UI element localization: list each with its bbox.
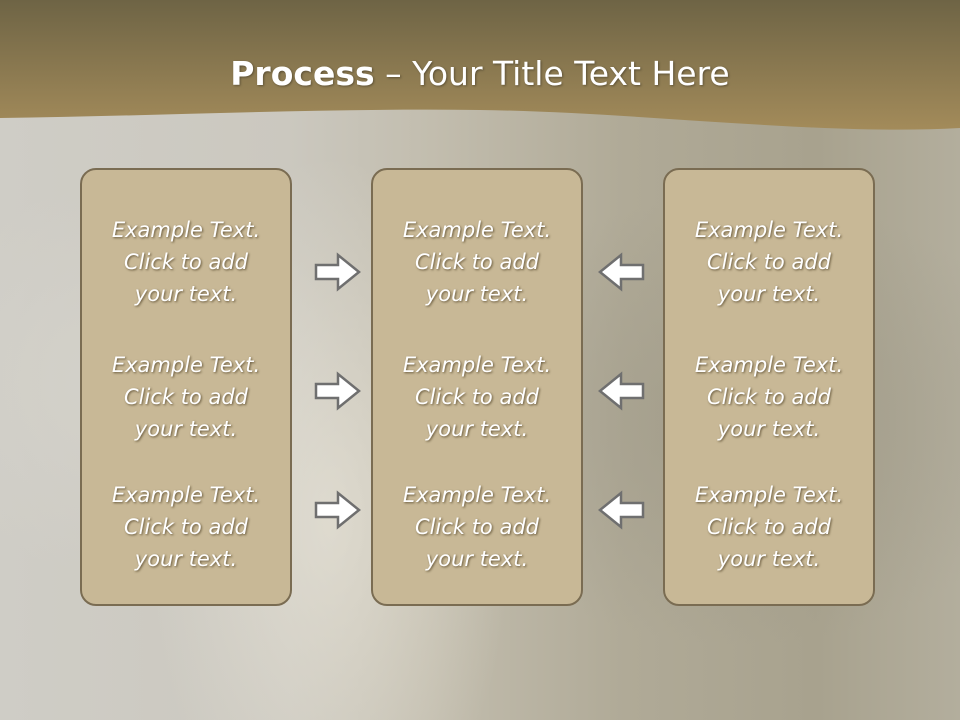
arrow-right-icon	[314, 252, 361, 292]
title-rest: – Your Title Text Here	[374, 54, 730, 93]
header-band	[0, 0, 960, 130]
text-placeholder[interactable]: Example Text. Click to add your text.	[694, 353, 844, 441]
arrow-left-icon	[598, 490, 645, 530]
text-placeholder[interactable]: Example Text. Click to add your text.	[402, 218, 552, 306]
text-placeholder[interactable]: Example Text. Click to add your text.	[111, 353, 261, 441]
title-bold: Process	[230, 54, 375, 93]
process-box-center[interactable]: Example Text. Click to add your text. Ex…	[371, 168, 583, 606]
text-placeholder[interactable]: Example Text. Click to add your text.	[402, 353, 552, 441]
arrow-right-icon	[314, 490, 361, 530]
arrow-right-icon	[314, 371, 361, 411]
arrow-left-icon	[598, 252, 645, 292]
text-placeholder[interactable]: Example Text. Click to add your text.	[402, 483, 552, 571]
slide-title[interactable]: Process – Your Title Text Here	[0, 52, 960, 96]
process-box-right[interactable]: Example Text. Click to add your text. Ex…	[663, 168, 875, 606]
text-placeholder[interactable]: Example Text. Click to add your text.	[111, 483, 261, 571]
text-placeholder[interactable]: Example Text. Click to add your text.	[111, 218, 261, 306]
arrow-left-icon	[598, 371, 645, 411]
text-placeholder[interactable]: Example Text. Click to add your text.	[694, 218, 844, 306]
process-box-left[interactable]: Example Text. Click to add your text. Ex…	[80, 168, 292, 606]
text-placeholder[interactable]: Example Text. Click to add your text.	[694, 483, 844, 571]
